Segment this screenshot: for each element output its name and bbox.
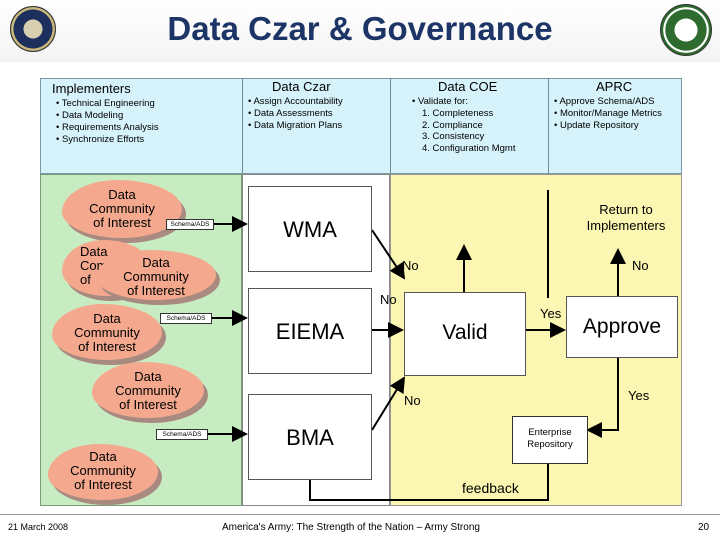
list-item: Synchronize Efforts [56, 134, 159, 146]
organization-emblem-logo [660, 4, 712, 56]
yes-label: Yes [540, 306, 562, 321]
data-czar-list: Assign Accountability Data Assessments D… [248, 96, 343, 132]
implementers-heading: Implementers [52, 81, 131, 96]
valid-decision-box: Valid [404, 292, 526, 376]
data-coe-steps: 1. Completeness 2. Compliance 3. Consist… [422, 108, 515, 154]
column-divider [548, 78, 549, 174]
no-label: No [380, 292, 397, 307]
cloud-label: of Interest [93, 215, 151, 230]
arrow-wma-to-valid [371, 229, 406, 280]
cloud-label: of Interest [74, 477, 132, 492]
approve-decision-box: Approve [566, 296, 678, 358]
arrow-feedback-loop [302, 462, 549, 501]
cloud-label: of Interest [78, 339, 136, 354]
footer-date: 21 March 2008 [8, 522, 69, 532]
aprc-heading: APRC [596, 79, 633, 94]
wma-system-box: WMA [248, 186, 372, 272]
list-item: Update Repository [554, 120, 662, 132]
return-to-implementers-label: Return to Implementers [586, 202, 666, 233]
list-item: 3. Consistency [422, 131, 485, 142]
cloud-label: Data [89, 449, 117, 464]
feedback-label: feedback [462, 480, 519, 496]
list-item: Assign Accountability [248, 96, 342, 108]
aprc-list: Approve Schema/ADS Monitor/Manage Metric… [554, 96, 662, 132]
cloud-label: Community [70, 463, 136, 478]
community-cloud-1: Data Community of Interest [62, 180, 182, 238]
page-number: 20 [698, 522, 710, 533]
list-item: Approve Schema/ADS [554, 96, 662, 108]
community-cloud-6: Data Community of Interest [48, 444, 158, 500]
community-cloud-5: Data Community of Interest [92, 362, 204, 418]
cloud-label: Community [115, 383, 181, 398]
list-item: 2. Compliance [422, 119, 483, 131]
arrow-approve-to-repository [586, 356, 619, 438]
cloud-label: Data [93, 311, 121, 326]
list-item: 4. Configuration Mgmt [422, 142, 516, 154]
cloud-label: Data [134, 369, 162, 384]
column-divider [390, 78, 391, 174]
data-coe-heading: Data COE [438, 79, 498, 94]
cloud-label: Data [142, 255, 170, 270]
list-item: Validate for: [412, 96, 468, 108]
cloud-label: Community [74, 325, 140, 340]
enterprise-repository-box: Enterprise Repository [512, 416, 588, 464]
footer-motto: America's Army: The Strength of the Nati… [222, 522, 480, 533]
list-item: Technical Engineering [56, 98, 159, 110]
schema-ads-box: Schema/ADS [156, 429, 208, 440]
implementers-list: Technical Engineering Data Modeling Requ… [56, 98, 159, 146]
cloud-label: Data [80, 244, 108, 259]
list-item: Data Modeling [56, 110, 159, 122]
column-divider [242, 78, 243, 174]
no-label: No [404, 393, 421, 408]
arrow-bma-to-valid [371, 376, 406, 431]
title-band [0, 0, 720, 62]
schema-ads-box: Schema/ADS [160, 313, 212, 324]
cloud-label: Data [108, 187, 136, 202]
list-item: 1. Completeness [422, 108, 494, 119]
list-item: Requirements Analysis [56, 122, 159, 134]
community-cloud-4: Data Community of Interest [52, 304, 162, 360]
list-item: Data Assessments [248, 108, 343, 120]
list-item: Data Migration Plans [248, 120, 343, 132]
schema-ads-box: Schema/ADS [166, 219, 214, 230]
no-label: No [632, 258, 649, 273]
cloud-label: of Interest [127, 283, 185, 298]
army-seal-logo [10, 6, 56, 52]
no-label: No [402, 258, 419, 273]
cloud-label: of [80, 272, 91, 287]
data-czar-heading: Data Czar [272, 79, 331, 94]
community-cloud-3: Data Community of Interest [96, 250, 216, 300]
bma-system-box: BMA [248, 394, 372, 480]
data-coe-lead: Validate for: [412, 96, 468, 108]
eiema-system-box: EIEMA [248, 288, 372, 374]
cloud-label: Community [89, 201, 155, 216]
list-item: Monitor/Manage Metrics [554, 108, 662, 120]
yes-label: Yes [628, 388, 650, 403]
footer-divider [0, 514, 720, 515]
cloud-label: Community [123, 269, 189, 284]
page-title: Data Czar & Governance [167, 10, 553, 47]
cloud-label: of Interest [119, 397, 177, 412]
